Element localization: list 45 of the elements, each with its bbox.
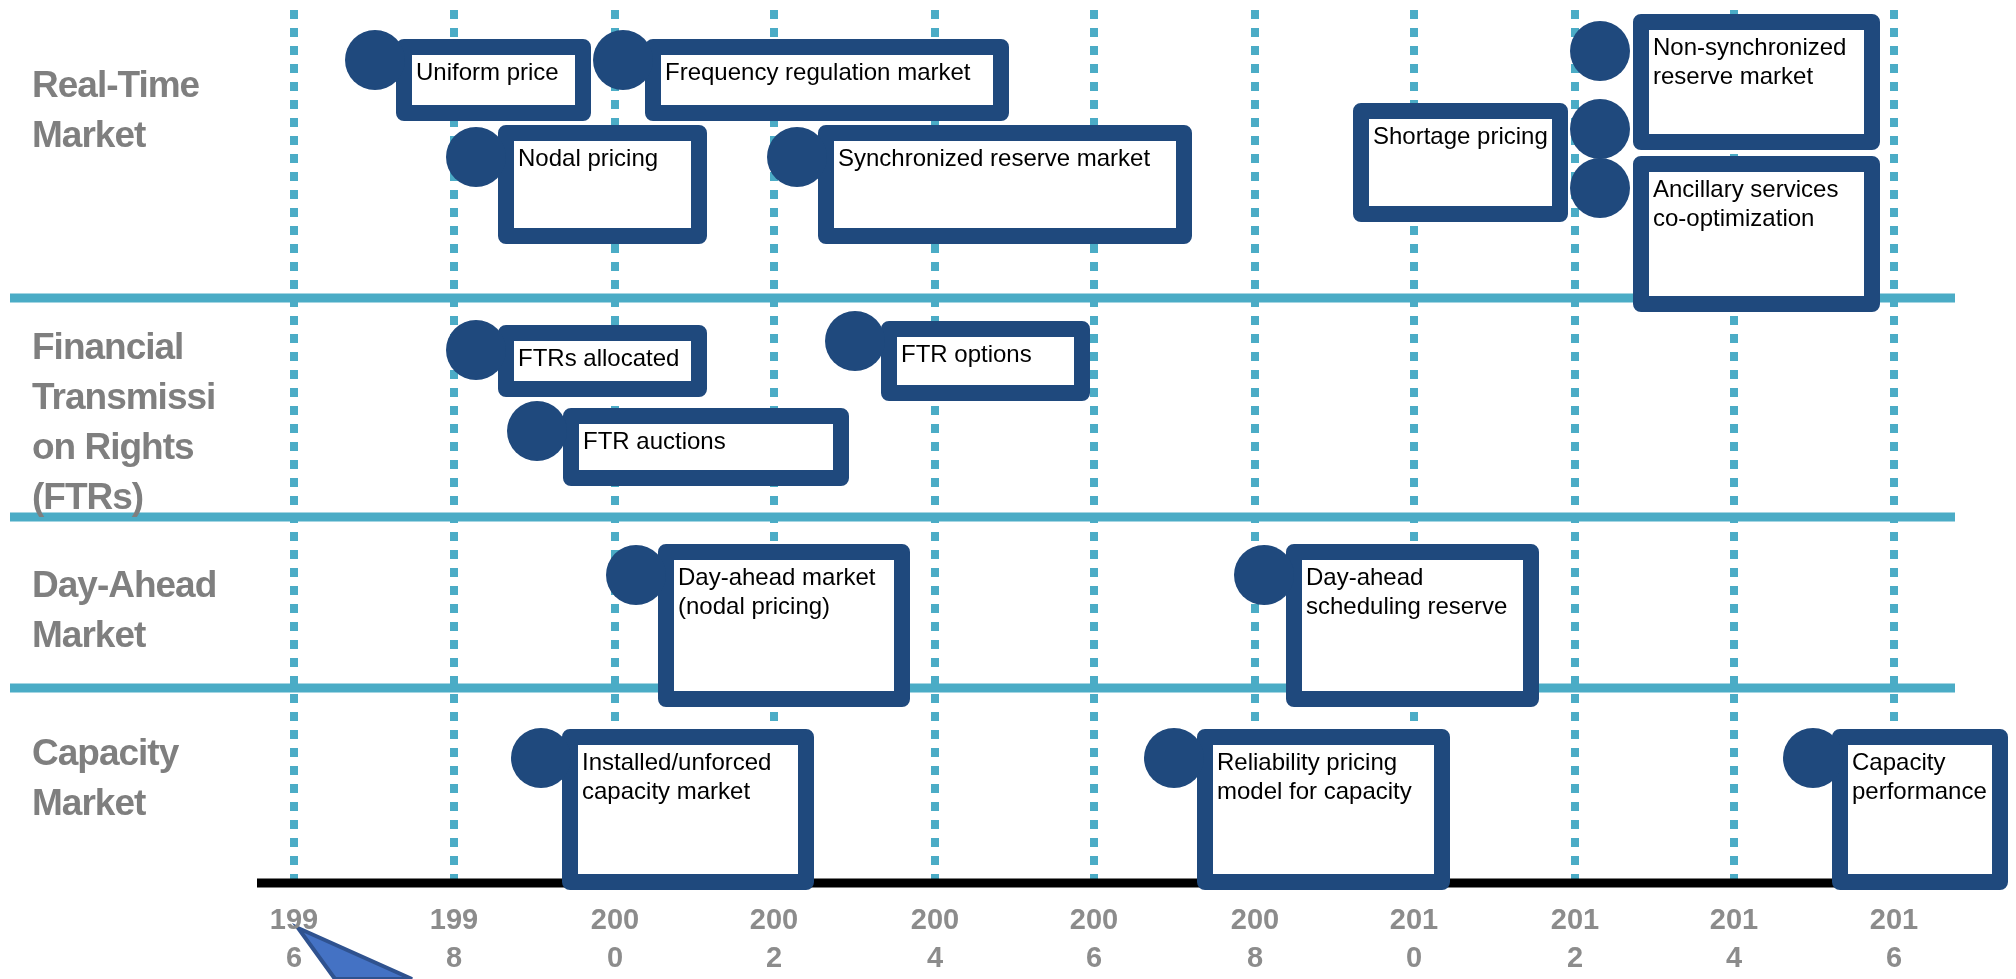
year-label: 2012 <box>1549 902 1601 975</box>
year-label: 2008 <box>1229 902 1281 975</box>
row-heading: Day-Ahead Market <box>32 563 218 657</box>
event-text: FTR options <box>901 339 1033 368</box>
event-text: Reliability pricing model for capacity <box>1217 747 1413 805</box>
event-text: Nodal pricing <box>518 143 660 172</box>
event-box <box>563 408 849 486</box>
event-text: Uniform price <box>416 57 560 86</box>
event-text: Day-ahead scheduling reserve <box>1306 562 1509 620</box>
event-box <box>1286 544 1539 707</box>
event-box <box>1633 14 1880 150</box>
row-heading: Capacity Market <box>32 731 180 825</box>
event-text: Frequency regulation market <box>665 57 972 86</box>
event-text: Shortage pricing <box>1373 121 1548 150</box>
event-text: Synchronized reserve market <box>838 143 1152 172</box>
year-label: 2000 <box>589 902 641 975</box>
event-box <box>818 125 1192 244</box>
event-text: Ancillary services co-optimization <box>1653 174 1840 232</box>
event-box <box>658 544 910 707</box>
row-heading: Financial Transmission Rights (FTRs) <box>32 325 217 519</box>
row-heading: Real-Time Market <box>32 63 201 157</box>
event-box <box>1633 156 1880 312</box>
event-text: Installed/unforced capacity market <box>582 747 773 805</box>
year-label: 1998 <box>428 902 480 975</box>
year-label: 2010 <box>1388 902 1440 975</box>
event-box <box>562 729 814 890</box>
event-box <box>396 39 591 121</box>
event-text: FTRs allocated <box>518 343 681 372</box>
year-label: 2006 <box>1068 902 1120 975</box>
event-text: Non-synchronized reserve market <box>1653 32 1848 90</box>
event-text: Day-ahead market (nodal pricing) <box>678 562 877 620</box>
event-box <box>498 325 707 397</box>
event-box <box>1832 729 2008 890</box>
year-label: 2004 <box>909 902 961 975</box>
event-box <box>1197 729 1450 890</box>
event-box <box>645 39 1009 121</box>
event-box <box>498 125 707 244</box>
event-text: Capacity performance <box>1852 747 1988 805</box>
year-label: 2016 <box>1868 902 1920 975</box>
event-box <box>881 321 1090 401</box>
year-label: 2014 <box>1708 902 1760 975</box>
event-box <box>1353 103 1568 222</box>
year-label: 1996 <box>268 902 320 975</box>
event-text: FTR auctions <box>583 426 727 455</box>
year-label: 2002 <box>748 902 800 975</box>
